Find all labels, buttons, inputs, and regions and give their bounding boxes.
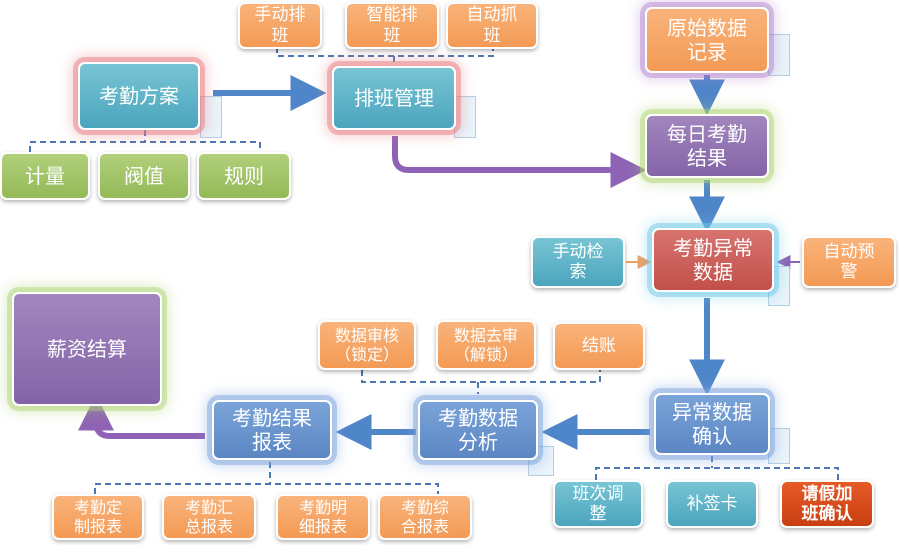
arrow-report-to-payroll	[78, 394, 205, 439]
attendance-data-analysis-node[interactable]: 考勤数据 分析	[418, 400, 538, 460]
schedule-method-smart[interactable]: 智能排 班	[345, 2, 439, 49]
custom-report-node[interactable]: 考勤定 制报表	[52, 494, 144, 540]
arrow-schedule-to-daily	[392, 136, 647, 188]
payroll-settlement-node[interactable]: 薪资结算	[12, 292, 162, 406]
plan-items-bracket	[29, 130, 261, 152]
schedule-method-manual[interactable]: 手动排 班	[238, 2, 322, 49]
data-unaudit-unlock-node[interactable]: 数据去审 （解锁）	[436, 320, 536, 370]
auto-warning-node[interactable]: 自动预 警	[802, 236, 896, 288]
shift-adjustment-node[interactable]: 班次调 整	[553, 480, 643, 528]
exception-data-confirmation-node[interactable]: 异常数据 确认	[654, 393, 770, 455]
card-resign-node[interactable]: 补签卡	[666, 480, 758, 528]
manual-search-node[interactable]: 手动检 索	[531, 236, 625, 288]
attendance-result-reports-node[interactable]: 考勤结果 报表	[212, 400, 332, 460]
schedule-method-auto[interactable]: 自动抓 班	[446, 2, 538, 49]
attendance-exception-data-node[interactable]: 考勤异常 数据	[652, 228, 774, 292]
attendance-plan-node[interactable]: 考勤方案	[78, 62, 200, 130]
checkout-node[interactable]: 结账	[553, 322, 645, 370]
doc-stack-schedule	[454, 96, 476, 138]
plan-item-threshold[interactable]: 阀值	[98, 152, 190, 200]
schedule-management-node[interactable]: 排班管理	[332, 66, 456, 130]
analysis-actions-bracket	[361, 370, 601, 394]
daily-attendance-results-node[interactable]: 每日考勤 结果	[645, 114, 769, 178]
schedule-methods-bracket	[276, 47, 494, 66]
report-types-bracket	[94, 462, 439, 494]
plan-item-rules[interactable]: 规则	[197, 152, 291, 200]
comprehensive-report-node[interactable]: 考勤综 合报表	[378, 494, 472, 540]
raw-data-records-node[interactable]: 原始数据 记录	[645, 7, 769, 73]
detail-report-node[interactable]: 考勤明 细报表	[276, 494, 370, 540]
plan-item-metering[interactable]: 计量	[0, 152, 90, 200]
confirmation-actions-bracket	[595, 456, 839, 480]
leave-overtime-confirm-node[interactable]: 请假加 班确认	[780, 480, 874, 528]
doc-stack-plan	[200, 96, 222, 138]
data-audit-lock-node[interactable]: 数据审核 （锁定）	[318, 320, 416, 370]
doc-stack-raw	[768, 34, 790, 76]
summary-report-node[interactable]: 考勤汇 总报表	[162, 494, 256, 540]
doc-stack-confirm	[768, 428, 790, 464]
